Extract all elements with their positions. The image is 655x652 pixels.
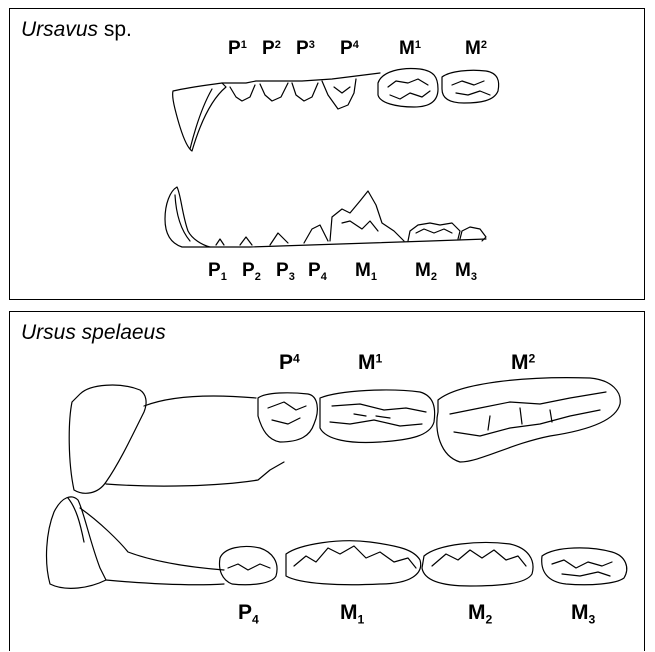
ursus-upper-jaw xyxy=(69,378,620,494)
tooth-M2-lower xyxy=(408,223,460,241)
lower-diastema-bottom xyxy=(106,580,224,585)
tooth-P2-upper xyxy=(260,83,288,101)
tooth-M3-lower-pattern xyxy=(552,560,612,576)
label-upper-P3: P3 xyxy=(296,39,315,58)
tooth-M1-pattern xyxy=(388,79,430,99)
tooth-M2-lower xyxy=(422,543,533,587)
lower-jaw-base xyxy=(210,239,486,247)
label-lower-P4: P4 xyxy=(308,261,327,280)
label-upper-P2: P2 xyxy=(262,39,281,58)
tooth-M1-cusp xyxy=(342,221,378,231)
ursavus-lower-jaw xyxy=(165,187,486,247)
tooth-M2-lower-pattern xyxy=(432,550,526,566)
tooth-P4-lower-pattern xyxy=(228,564,270,570)
tooth-P3-upper xyxy=(292,83,318,101)
tooth-M2-upper xyxy=(437,378,620,462)
label-upper-M2: M2 xyxy=(511,352,535,373)
label-lower-P2: P2 xyxy=(242,261,261,280)
upper-diastema-top xyxy=(144,396,256,406)
label-lower-M1: M1 xyxy=(355,261,377,280)
ursavus-drawing xyxy=(10,9,646,301)
tooth-P4-upper xyxy=(322,79,356,109)
label-lower-M2: M2 xyxy=(415,261,437,280)
tooth-M2-upper xyxy=(442,70,499,103)
tooth-P4-cusp xyxy=(334,87,350,93)
tooth-M1-upper-pattern xyxy=(330,404,426,426)
label-lower-M1: M1 xyxy=(340,602,364,623)
tooth-P4-upper xyxy=(258,393,317,442)
tooth-P4-upper-pattern xyxy=(268,402,306,424)
label-upper-P4: P4 xyxy=(340,39,359,58)
label-lower-P3: P3 xyxy=(276,261,295,280)
label-lower-P1: P1 xyxy=(208,261,227,280)
label-lower-M3: M3 xyxy=(455,261,477,280)
tooth-P1-upper xyxy=(230,85,255,101)
panel-ursus-spelaeus: Ursus spelaeus xyxy=(9,311,645,651)
ursus-drawing xyxy=(10,312,646,652)
tooth-M1-lower-pattern xyxy=(294,546,416,568)
ursus-lower-jaw xyxy=(47,497,627,588)
label-upper-P1: P1 xyxy=(228,39,247,58)
label-upper-P4: P4 xyxy=(279,352,300,373)
lower-canine-line xyxy=(175,195,190,241)
upper-crown-line xyxy=(222,73,380,83)
lower-canine xyxy=(47,497,106,588)
lower-diastema-top xyxy=(80,508,224,570)
tooth-M2-pattern xyxy=(452,81,490,95)
label-upper-M1: M1 xyxy=(358,352,382,373)
tooth-P4-lower xyxy=(220,546,278,584)
tooth-M1-lower xyxy=(330,191,404,241)
upper-canine xyxy=(69,385,146,493)
tooth-M1-upper xyxy=(378,69,438,107)
tooth-M3-lower xyxy=(542,548,627,585)
label-lower-M2: M2 xyxy=(468,602,492,623)
lower-canine-inner xyxy=(68,498,84,542)
upper-diastema-bottom xyxy=(106,462,284,486)
tooth-P1-lower xyxy=(216,239,224,245)
label-lower-M3: M3 xyxy=(571,602,595,623)
tooth-P4-lower xyxy=(304,225,328,243)
label-lower-P4: P4 xyxy=(238,602,259,623)
label-upper-M2: M2 xyxy=(465,39,487,58)
upper-canine-line xyxy=(190,89,212,149)
panel-ursavus: Ursavus sp. xyxy=(9,8,645,300)
tooth-M1-lower xyxy=(286,541,421,585)
label-upper-M1: M1 xyxy=(399,39,421,58)
ursavus-upper-jaw xyxy=(173,69,499,151)
tooth-P3-lower xyxy=(270,233,288,245)
tooth-P2-lower xyxy=(240,237,252,245)
tooth-M2-pattern xyxy=(416,229,452,233)
